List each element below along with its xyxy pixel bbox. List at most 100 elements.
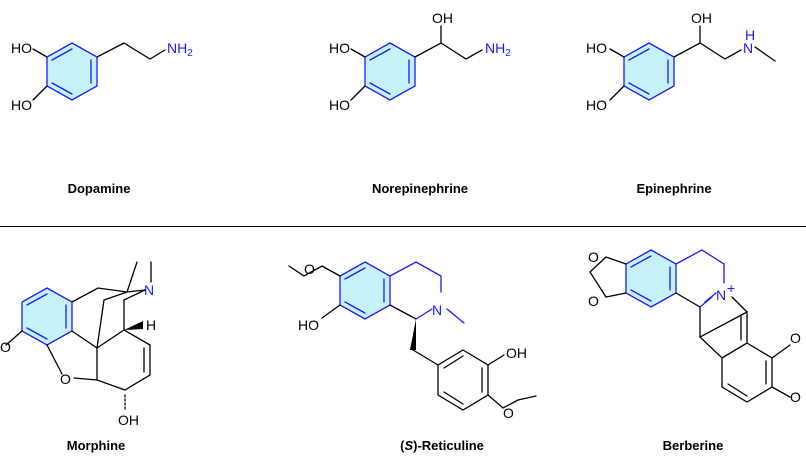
atom-ho: HO <box>586 97 607 113</box>
bond <box>350 48 366 58</box>
bond <box>32 48 48 58</box>
atom-charge: + <box>727 280 735 296</box>
bond <box>443 391 464 405</box>
dioxole-ring <box>589 256 627 298</box>
atom-n: N <box>432 302 442 318</box>
bond <box>5 330 23 346</box>
atom-o: O <box>790 389 801 405</box>
bond <box>96 329 125 349</box>
side-chain <box>414 42 483 60</box>
structure-dopamine: HO HO NH2 <box>11 40 193 113</box>
bond <box>771 386 791 398</box>
atom-nh2: NH2 <box>167 40 193 59</box>
caption-reticuline: (S)-Reticuline <box>400 438 484 453</box>
dihydro-ring <box>675 249 725 284</box>
aromatic-ring <box>364 42 416 101</box>
bond <box>321 304 341 319</box>
bond <box>609 85 625 101</box>
ring-inner-bonds <box>369 48 410 95</box>
wedge-bond <box>410 319 416 350</box>
bond <box>123 289 146 301</box>
n-methyl-bond <box>754 46 776 62</box>
atom-o: O <box>790 330 801 346</box>
atom-h: H <box>745 27 755 43</box>
aromatic-ring <box>625 249 677 308</box>
atom-plus: + <box>727 280 735 296</box>
atom-o: O <box>588 249 599 265</box>
structure-berberine: O O N + O O <box>588 249 801 405</box>
n-methyl-bond <box>446 308 465 324</box>
bond <box>126 261 138 293</box>
bond <box>71 330 98 349</box>
caption-epinephrine: Epinephrine <box>636 181 712 196</box>
caption-dopamine: Dopamine <box>67 181 131 196</box>
atom-subscript: 2 <box>187 48 193 59</box>
bond <box>32 85 48 101</box>
atom-nh2: NH2 <box>485 40 511 59</box>
atom-ho: HO <box>329 40 350 56</box>
caption-berberine: Berberine <box>662 438 724 453</box>
bond <box>73 377 98 381</box>
methoxy-bond <box>487 394 537 409</box>
bond <box>609 48 625 58</box>
aromatic-ring <box>46 42 98 101</box>
bond <box>727 383 748 397</box>
bond <box>123 329 151 346</box>
aromatic-ring <box>21 287 73 346</box>
isoquinoline-ring <box>698 310 748 359</box>
side-chain <box>96 42 166 60</box>
bond <box>731 296 748 313</box>
atom-o: O <box>0 339 11 355</box>
bond <box>771 344 791 359</box>
atom-ho: HO <box>329 97 350 113</box>
tetrahydro-ring <box>389 261 442 293</box>
atom-o: O <box>588 293 599 309</box>
bond <box>487 354 505 366</box>
bond <box>96 299 105 349</box>
atom-n: N <box>743 40 753 56</box>
atom-n: N <box>144 282 154 298</box>
bond <box>443 355 464 369</box>
section-divider <box>0 226 806 227</box>
atom-oh: OH <box>691 10 712 26</box>
bond <box>389 304 417 320</box>
atom-ho: HO <box>11 40 32 56</box>
bond <box>103 291 128 301</box>
bond <box>350 85 366 101</box>
atom-o: O <box>60 371 71 387</box>
ring-inner-bonds <box>628 48 669 95</box>
atom-n: N <box>716 287 726 303</box>
caption-name: )-Reticuline <box>413 438 484 453</box>
atom-h: H <box>146 317 156 333</box>
atom-oh: OH <box>432 10 453 26</box>
aromatic-ring <box>623 42 675 101</box>
side-chain <box>673 42 742 60</box>
wedge-bond <box>124 321 143 330</box>
caption-norepinephrine: Norepinephrine <box>371 181 469 196</box>
atom-o: O <box>503 405 514 421</box>
atom-ho: HO <box>11 97 32 113</box>
ring-inner-bonds <box>630 255 671 302</box>
atom-nh: N <box>743 40 753 56</box>
bond <box>124 374 151 391</box>
benzyl-ring <box>437 349 489 411</box>
caption-prefix: ( <box>400 438 405 453</box>
lower-ring <box>721 342 773 403</box>
atom-oh: OH <box>506 345 527 361</box>
atom-nh: NH <box>167 40 187 56</box>
bond <box>415 308 433 320</box>
methoxy-bond <box>288 265 341 277</box>
structure-epinephrine: HO HO OH N H <box>586 10 776 113</box>
bond <box>96 379 126 391</box>
ring-inner-bonds <box>51 48 92 95</box>
atom-o: O <box>304 261 315 277</box>
ring-inner-bonds <box>26 293 67 340</box>
bond <box>675 292 701 308</box>
bond <box>71 287 146 303</box>
bond <box>46 344 63 375</box>
structure-morphine: O O N H OH <box>0 261 156 428</box>
atom-subscript: 2 <box>505 48 511 59</box>
atom-ho: HO <box>298 317 319 333</box>
